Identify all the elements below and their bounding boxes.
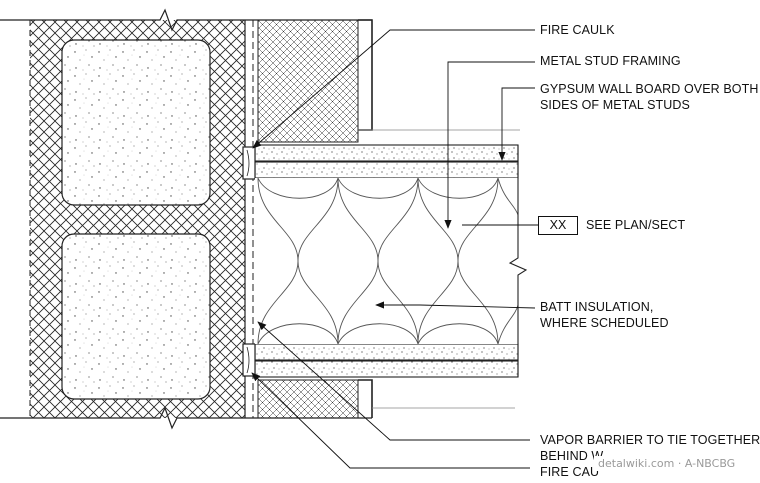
note-fire-caulk-top: FIRE CAULK xyxy=(540,23,615,37)
note-batt-line1: BATT INSULATION, xyxy=(540,300,654,314)
gypsum-board-bottom xyxy=(254,343,519,378)
note-fire-caulk-bottom: FIRE CAU xyxy=(540,465,600,479)
note-vapor-line2: BEHIND W xyxy=(540,449,604,463)
masonry-wall xyxy=(29,20,246,418)
note-batt-line2: WHERE SCHEDULED xyxy=(540,316,669,330)
note-vapor-line1: VAPOR BARRIER TO TIE TOGETHER xyxy=(540,433,760,447)
break-lines xyxy=(0,8,515,430)
note-see-plan: SEE PLAN/SECT xyxy=(586,218,686,232)
upper-wall-block xyxy=(257,19,520,143)
note-gypsum-line1: GYPSUM WALL BOARD OVER BOTH xyxy=(540,82,759,96)
right-break-line xyxy=(508,145,528,377)
leader-lines xyxy=(251,29,538,469)
batt-insulation xyxy=(255,177,519,345)
lower-wall-block xyxy=(257,379,373,419)
note-gypsum-line2: SIDES OF METAL STUDS xyxy=(540,98,690,112)
gypsum-board-top xyxy=(254,144,519,179)
note-metal-stud-framing: METAL STUD FRAMING xyxy=(540,54,681,68)
fire-caulk-joints xyxy=(242,146,256,377)
detail-tag: XX xyxy=(538,216,578,235)
watermark: detalwiki.com · A-NBCBG xyxy=(594,456,740,471)
